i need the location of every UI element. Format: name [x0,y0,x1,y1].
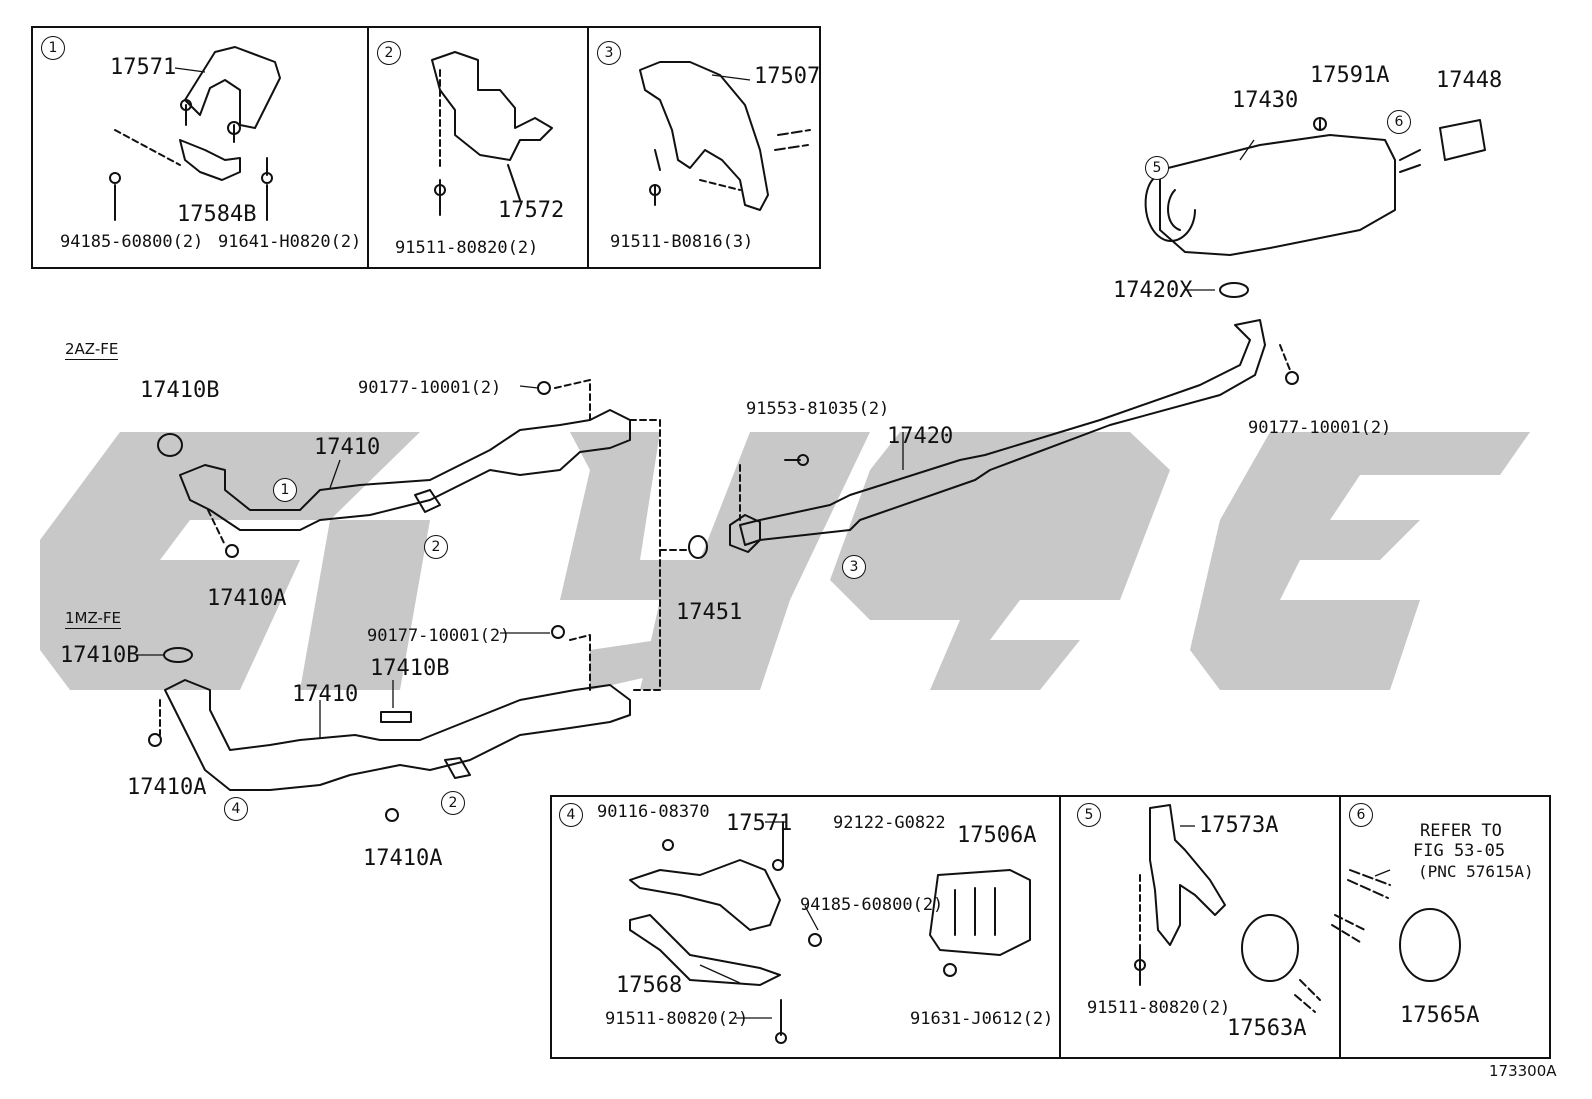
part-17420: 17420 [887,424,954,449]
part-91511-p4: 91511-80820(2) [605,1009,749,1029]
figure-code: 173300A [1489,1062,1557,1080]
refer-line-2: FIG 53-05 [1413,841,1506,861]
part-17410a-1mz-b: 17410A [363,846,443,871]
part-17571-p4: 17571 [726,811,793,836]
part-17410-1mz: 17410 [292,682,359,707]
part-94185-p1: 94185-60800(2) [60,232,204,252]
part-17410b-2az: 17410B [140,378,220,403]
callout-5-main: 5 [1145,156,1169,180]
part-17451: 17451 [676,600,743,625]
callout-2-panel: 2 [377,41,401,65]
part-91631: 91631-J0612(2) [910,1009,1054,1029]
part-91553: 91553-81035(2) [746,399,890,419]
engine-2az-fe: 2AZ-FE [65,340,119,360]
part-91511-p5: 91511-80820(2) [1087,998,1231,1018]
callout-1-panel: 1 [41,36,65,60]
part-90177-2az: 90177-10001(2) [358,378,502,398]
part-17565a: 17565A [1400,1003,1480,1028]
part-17571-p1: 17571 [110,55,177,80]
part-17591a: 17591A [1310,63,1390,88]
part-90177-muffler: 90177-10001(2) [1248,418,1392,438]
part-17410a-1mz-a: 17410A [127,775,207,800]
engine-1mz-fe: 1MZ-FE [65,609,122,629]
callout-2-main-a: 2 [424,535,448,559]
part-90177-1mz: 90177-10001(2) [367,626,511,646]
callout-3-main: 3 [842,555,866,579]
part-17507: 17507 [754,64,821,89]
part-92122: 92122-G0822 [833,813,946,833]
part-91641: 91641-H0820(2) [218,232,362,252]
part-90116: 90116-08370 [597,802,710,822]
part-91511-b0816: 91511-B0816(3) [610,232,754,252]
part-17410b-1mz-a: 17410B [60,643,140,668]
refer-line-1: REFER TO [1420,821,1502,841]
part-17420x: 17420X [1113,278,1193,303]
part-17506a: 17506A [957,823,1037,848]
part-17448: 17448 [1436,68,1503,93]
part-17573a: 17573A [1199,813,1279,838]
part-17563a: 17563A [1227,1016,1307,1041]
part-17410a-2az: 17410A [207,586,287,611]
callout-5-panel: 5 [1077,803,1101,827]
callout-3-panel: 3 [597,41,621,65]
callout-2-main-b: 2 [441,791,465,815]
callout-1-main: 1 [273,478,297,502]
part-17584b: 17584B [177,202,257,227]
callout-4-panel: 4 [559,803,583,827]
callout-6-main: 6 [1387,110,1411,134]
part-17410b-1mz-b: 17410B [370,656,450,681]
part-17410-2az: 17410 [314,435,381,460]
refer-line-3: (PNC 57615A) [1418,862,1534,881]
callout-6-panel: 6 [1349,803,1373,827]
part-17572: 17572 [498,198,565,223]
callout-4-main: 4 [224,797,248,821]
part-17568: 17568 [616,973,683,998]
part-91511-p2: 91511-80820(2) [395,238,539,258]
part-17430: 17430 [1232,88,1299,113]
watermark [40,432,1530,690]
part-94185-p4: 94185-60800(2) [800,895,944,915]
